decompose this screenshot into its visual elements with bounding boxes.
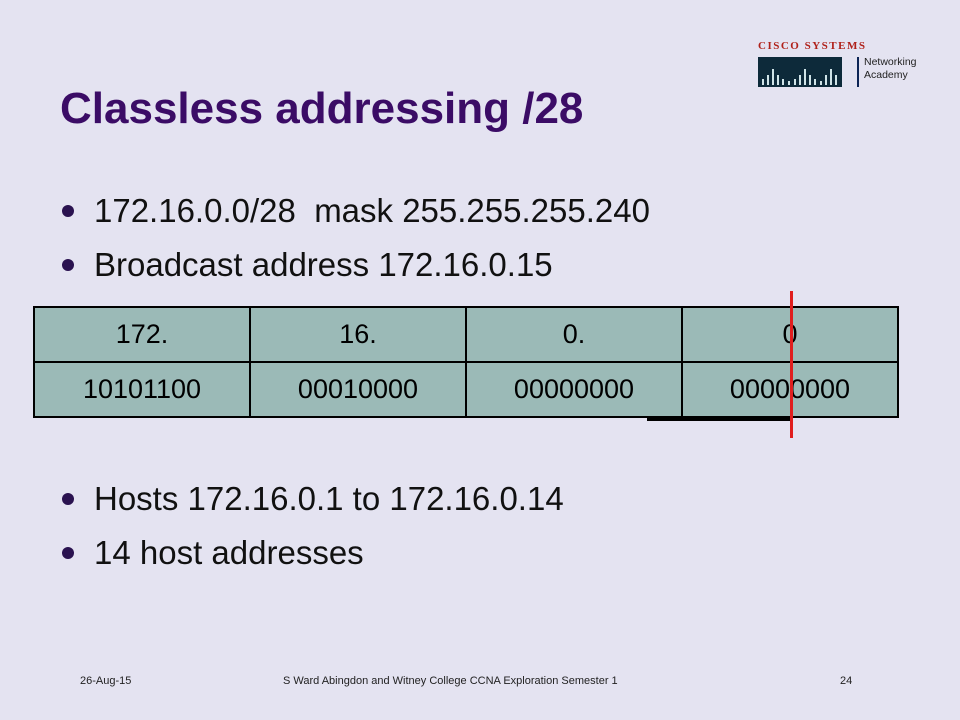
table-cell: 172. bbox=[33, 306, 251, 363]
footer-date: 26-Aug-15 bbox=[80, 675, 132, 687]
bullet-item: 172.16.0.0/28 mask 255.255.255.240 bbox=[58, 184, 650, 238]
bullet-dot-icon bbox=[62, 205, 74, 217]
academy-line2: Academy bbox=[864, 69, 908, 81]
bullet-list-top: 172.16.0.0/28 mask 255.255.255.240 Broad… bbox=[58, 184, 650, 292]
bullet-dot-icon bbox=[62, 547, 74, 559]
address-bits-table: 172. 16. 0. 0 10101100 00010000 00000000… bbox=[33, 306, 899, 418]
academy-line1: Networking bbox=[864, 56, 917, 68]
academy-label: Networking Academy bbox=[864, 56, 917, 82]
bullet-item: Broadcast address 172.16.0.15 bbox=[58, 238, 650, 292]
table-row: 172. 16. 0. 0 bbox=[33, 306, 899, 363]
cisco-networking-academy-logo: CISCO SYSTEMS Networking Academy bbox=[758, 40, 938, 90]
bullet-dot-icon bbox=[62, 493, 74, 505]
bullet-text: 14 host addresses bbox=[94, 534, 364, 571]
host-bits-underline bbox=[647, 418, 792, 421]
table-cell: 0 bbox=[681, 306, 899, 363]
table-cell: 16. bbox=[249, 306, 467, 363]
bullet-text: 172.16.0.0/28 mask 255.255.255.240 bbox=[94, 192, 650, 229]
bullet-item: Hosts 172.16.0.1 to 172.16.0.14 bbox=[58, 472, 564, 526]
slide-title: Classless addressing /28 bbox=[60, 84, 584, 133]
table-cell: 10101100 bbox=[33, 361, 251, 418]
footer-center-text: S Ward Abingdon and Witney College CCNA … bbox=[283, 675, 618, 687]
cisco-brand-text: CISCO SYSTEMS bbox=[758, 40, 867, 52]
logo-divider bbox=[857, 57, 859, 87]
bullet-text: Broadcast address 172.16.0.15 bbox=[94, 246, 553, 283]
table-cell: 00010000 bbox=[249, 361, 467, 418]
bullet-dot-icon bbox=[62, 259, 74, 271]
bullet-text: Hosts 172.16.0.1 to 172.16.0.14 bbox=[94, 480, 564, 517]
table-row: 10101100 00010000 00000000 00000000 bbox=[33, 361, 899, 418]
table-cell: 00000000 bbox=[681, 361, 899, 418]
cisco-bridge-icon bbox=[758, 57, 842, 87]
slide-number: 24 bbox=[840, 675, 853, 687]
bullet-list-bottom: Hosts 172.16.0.1 to 172.16.0.14 14 host … bbox=[58, 472, 564, 580]
table-cell: 0. bbox=[465, 306, 683, 363]
bullet-item: 14 host addresses bbox=[58, 526, 564, 580]
table-cell: 00000000 bbox=[465, 361, 683, 418]
